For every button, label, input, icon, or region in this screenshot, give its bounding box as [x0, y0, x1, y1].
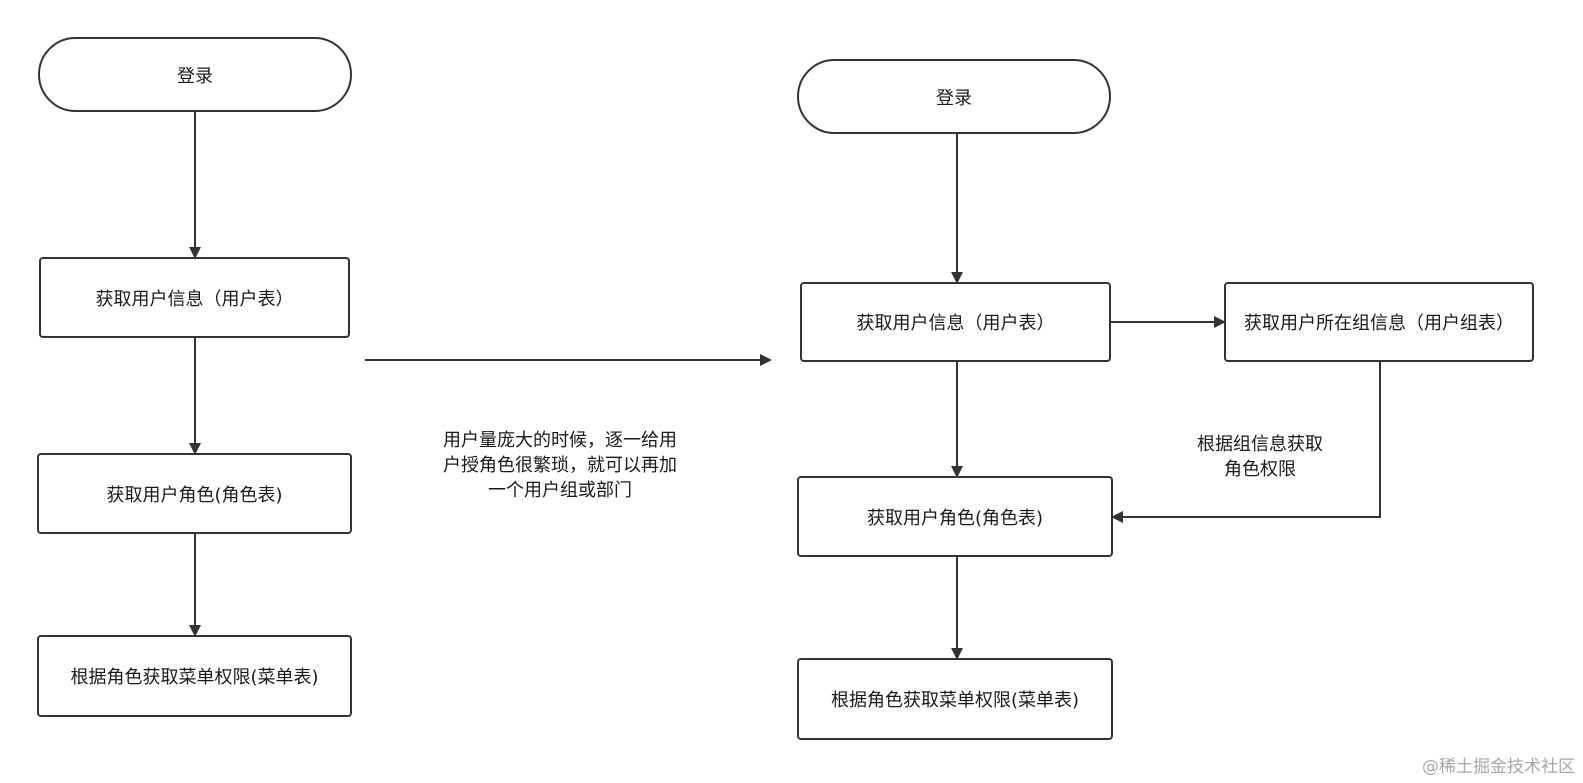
transition-note-line-2: 户授角色很繁琐，就可以再加 [443, 455, 677, 476]
transition-note: 用户量庞大的时候，逐一给用 户授角色很繁琐，就可以再加 一个用户组或部门 [400, 428, 720, 503]
transition-note-line-3: 一个用户组或部门 [488, 480, 632, 501]
group-edge-label-line-2: 角色权限 [1224, 459, 1296, 480]
transition-note-line-1: 用户量庞大的时候，逐一给用 [443, 430, 677, 451]
group-edge-label: 根据组信息获取 角色权限 [1170, 432, 1350, 482]
right-user-role-node: 获取用户角色(角色表) [797, 476, 1113, 557]
left-user-info-node: 获取用户信息（用户表） [39, 257, 350, 338]
left-menu-permission-node: 根据角色获取菜单权限(菜单表) [37, 635, 352, 717]
arrow-right-group-to-role [1111, 362, 1381, 523]
left-login-node: 登录 [38, 37, 352, 112]
group-edge-label-line-1: 根据组信息获取 [1197, 434, 1323, 455]
right-menu-permission-node: 根据角色获取菜单权限(菜单表) [797, 658, 1113, 740]
right-user-info-node: 获取用户信息（用户表） [800, 282, 1111, 362]
left-user-role-node: 获取用户角色(角色表) [37, 453, 352, 534]
right-group-info-node: 获取用户所在组信息（用户组表） [1224, 282, 1534, 362]
right-login-node: 登录 [797, 59, 1111, 134]
watermark: @稀土掘金技术社区 [1422, 757, 1575, 777]
